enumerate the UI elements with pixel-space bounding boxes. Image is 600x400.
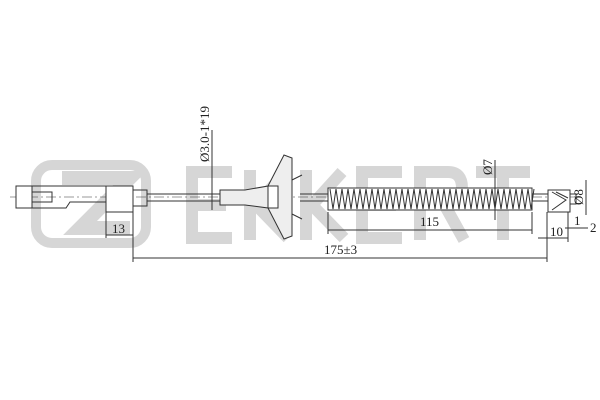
end-diameter-label: Ø8 bbox=[571, 189, 586, 205]
end-gap-a-label: 1 bbox=[574, 213, 581, 228]
cable-diameter-label: Ø3.0-1*19 bbox=[197, 106, 212, 162]
end-gap-b-label: 2 bbox=[590, 220, 597, 235]
total-length-label: 175±3 bbox=[324, 242, 357, 257]
spring-diameter-label: Ø7 bbox=[480, 159, 495, 175]
left-offset-label: 13 bbox=[112, 221, 125, 236]
cable-part bbox=[10, 130, 588, 262]
spring-length-label: 115 bbox=[420, 214, 439, 229]
end-length-label: 10 bbox=[550, 224, 563, 239]
